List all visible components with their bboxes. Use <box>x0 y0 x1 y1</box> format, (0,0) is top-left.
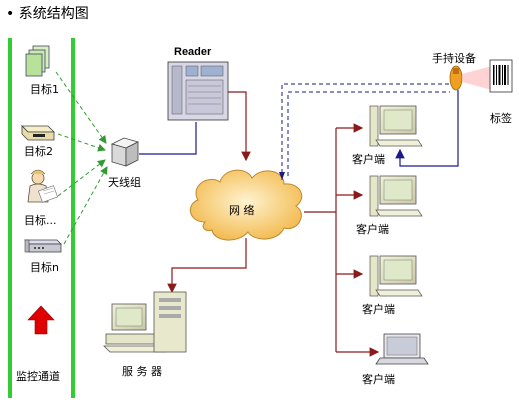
upward-arrow-icon <box>27 305 55 335</box>
person-with-document-icon <box>27 169 58 203</box>
handheld-label: 手持设备 <box>432 51 476 65</box>
scan-beam <box>462 66 492 90</box>
monitor-channel-right-bar <box>71 38 75 398</box>
network-server-link <box>167 238 247 294</box>
handheld-device-icon <box>449 65 463 91</box>
client-computer-icon <box>369 105 423 147</box>
server-label: 服 务 器 <box>122 365 162 378</box>
target-2-label: 目标2 <box>24 144 53 158</box>
disk-drive-icon <box>21 125 55 141</box>
client-computer-icon <box>369 255 423 297</box>
antenna-reader-link <box>139 122 197 155</box>
laptop-icon <box>375 333 429 365</box>
reader-handheld-links <box>281 83 450 180</box>
client-1-label: 客户端 <box>352 152 385 166</box>
target-n-label: 目标n <box>30 260 59 274</box>
network-label: 网 络 <box>229 203 255 217</box>
target-to-antenna-links <box>55 71 108 245</box>
reader-label: Reader <box>174 46 212 58</box>
network-cloud-icon <box>189 169 303 241</box>
document-icon <box>25 45 50 77</box>
flat-device-icon <box>24 239 62 253</box>
barcode-tag-icon <box>489 59 513 93</box>
reader-handheld-arrowhead <box>279 172 285 180</box>
reader-device-icon <box>167 61 229 121</box>
network-clients-links <box>304 123 380 357</box>
target-ellipsis-label: 目标... <box>24 213 57 227</box>
monitor-channel-label: 监控通道 <box>16 369 60 383</box>
client-computer-icon <box>369 175 423 217</box>
tag-label: 标签 <box>490 111 512 125</box>
antenna-group-label: 天线组 <box>108 175 141 189</box>
handheld-client-link <box>395 90 459 167</box>
target-1-label: 目标1 <box>30 82 59 96</box>
client-2-label: 客户端 <box>356 222 389 236</box>
reader-network-link <box>228 91 251 162</box>
client-4-label: 客户端 <box>362 372 395 386</box>
server-computer-icon <box>103 291 187 353</box>
antenna-group-icon <box>110 137 140 167</box>
client-3-label: 客户端 <box>362 302 395 316</box>
page-title: • 系统结构图 <box>6 6 89 22</box>
monitor-channel-left-bar <box>8 38 12 398</box>
